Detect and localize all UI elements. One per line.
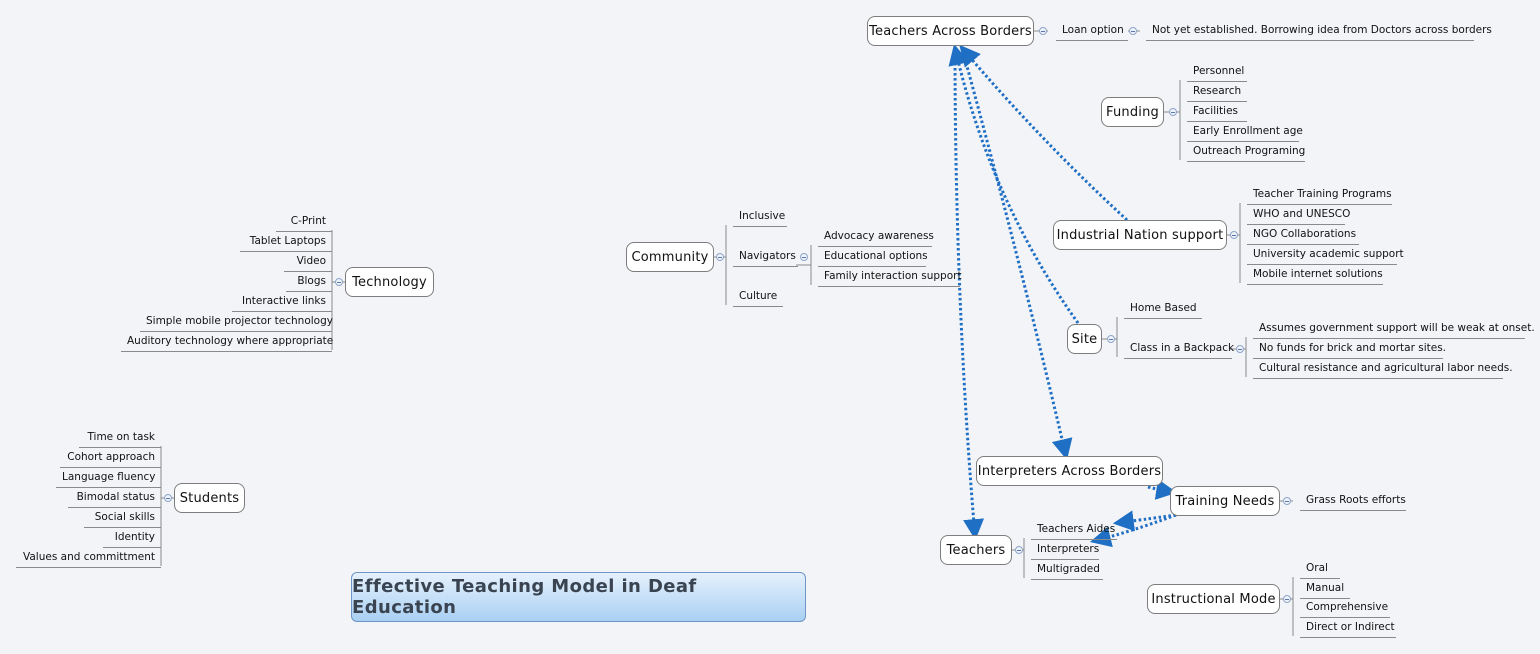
collapse-toggle-icon[interactable] [1236,345,1244,353]
leaf-industrial-item[interactable]: University academic support [1247,245,1404,265]
leaf-loan-option[interactable]: Loan option [1056,21,1128,41]
leaf-mode-item[interactable]: Oral [1300,559,1340,579]
leaf-navigators[interactable]: Navigators [733,247,798,267]
topic-teachers[interactable]: Teachers [940,535,1012,565]
map-title[interactable]: Effective Teaching Model in Deaf Educati… [351,572,806,622]
leaf-backpack-item[interactable]: Cultural resistance and agricultural lab… [1253,359,1513,379]
leaf-mode-item[interactable]: Comprehensive [1300,598,1390,618]
leaf-teacher-item[interactable]: Multigraded [1031,560,1103,580]
leaf-student-item[interactable]: Language fluency [56,468,161,488]
collapse-toggle-icon[interactable] [800,253,808,261]
leaf-funding-item[interactable]: Early Enrollment age [1187,122,1303,142]
leaf-industrial-item[interactable]: Teacher Training Programs [1247,185,1392,205]
topic-students[interactable]: Students [174,483,245,513]
leaf-industrial-item[interactable]: NGO Collaborations [1247,225,1359,245]
leaf-funding-item[interactable]: Research [1187,82,1247,102]
collapse-toggle-icon[interactable] [1230,231,1238,239]
leaf-technology-item[interactable]: Interactive links [232,292,332,312]
collapse-toggle-icon[interactable] [335,278,343,286]
leaf-grass-roots-efforts[interactable]: Grass Roots efforts [1300,491,1406,511]
leaf-teacher-item[interactable]: Interpreters [1031,540,1099,560]
collapse-toggle-icon[interactable] [1107,335,1115,343]
leaf-funding-item[interactable]: Outreach Programing [1187,142,1305,162]
collapse-toggle-icon[interactable] [164,494,172,502]
collapse-toggle-icon[interactable] [1015,546,1023,554]
collapse-toggle-icon[interactable] [1039,27,1047,35]
topic-training-needs[interactable]: Training Needs [1170,486,1280,516]
topic-site[interactable]: Site [1067,324,1102,354]
leaf-student-item[interactable]: Cohort approach [60,448,161,468]
leaf-class-in-a-backpack[interactable]: Class in a Backpack [1124,339,1234,359]
topic-funding[interactable]: Funding [1101,97,1164,127]
leaf-student-item[interactable]: Bimodal status [68,488,161,508]
leaf-student-item[interactable]: Identity [103,528,161,548]
leaf-technology-item[interactable]: Video [284,252,332,272]
leaf-mode-item[interactable]: Direct or Indirect [1300,618,1396,638]
leaf-loan-note[interactable]: Not yet established. Borrowing idea from… [1146,21,1492,41]
leaf-navigator-item[interactable]: Advocacy awareness [818,227,934,247]
leaf-technology-item[interactable]: C-Print [276,212,332,232]
leaf-student-item[interactable]: Social skills [84,508,161,528]
leaf-technology-item[interactable]: Auditory technology where appropriate [121,332,333,352]
topic-technology[interactable]: Technology [345,267,434,297]
leaf-funding-item[interactable]: Facilities [1187,102,1247,122]
leaf-mode-item[interactable]: Manual [1300,579,1350,599]
collapse-toggle-icon[interactable] [716,253,724,261]
collapse-toggle-icon[interactable] [1169,108,1177,116]
topic-teachers-across-borders[interactable]: Teachers Across Borders [867,16,1034,46]
leaf-backpack-item[interactable]: Assumes government support will be weak … [1253,319,1535,339]
topic-interpreters-across-borders[interactable]: Interpreters Across Borders [976,456,1163,486]
topic-industrial-nation-support[interactable]: Industrial Nation support [1053,220,1227,250]
leaf-industrial-item[interactable]: WHO and UNESCO [1247,205,1350,225]
leaf-navigator-item[interactable]: Educational options [818,247,928,267]
topic-community[interactable]: Community [626,242,714,272]
leaf-student-item[interactable]: Values and committment [16,548,161,568]
leaf-backpack-item[interactable]: No funds for brick and mortar sites. [1253,339,1446,359]
leaf-inclusive[interactable]: Inclusive [733,207,787,227]
leaf-culture[interactable]: Culture [733,287,783,307]
leaf-teacher-item[interactable]: Teachers Aides [1031,520,1117,540]
topic-instructional-mode[interactable]: Instructional Mode [1147,584,1280,614]
leaf-home-based[interactable]: Home Based [1124,299,1202,319]
leaf-funding-item[interactable]: Personnel [1187,62,1247,82]
collapse-toggle-icon[interactable] [1283,595,1291,603]
leaf-technology-item[interactable]: Blogs [286,272,332,292]
collapse-toggle-icon[interactable] [1129,27,1137,35]
leaf-student-item[interactable]: Time on task [79,428,161,448]
collapse-toggle-icon[interactable] [1283,497,1291,505]
leaf-technology-item[interactable]: Tablet Laptops [240,232,332,252]
leaf-industrial-item[interactable]: Mobile internet solutions [1247,265,1383,285]
leaf-navigator-item[interactable]: Family interaction support [818,267,962,287]
leaf-technology-item[interactable]: Simple mobile projector technology [140,312,333,332]
